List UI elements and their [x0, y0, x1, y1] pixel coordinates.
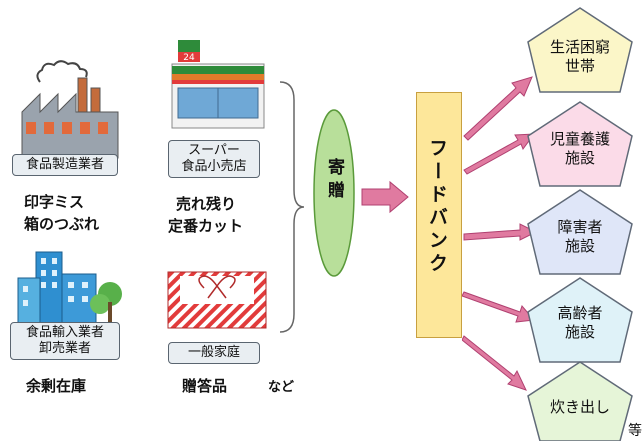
arrow-to-recipient-4: [462, 291, 535, 323]
recipient-1-line1: 生活困窮: [549, 38, 610, 56]
recipient-shape-5: [527, 361, 633, 441]
supermarket-caption-2: 定番カット: [168, 217, 244, 235]
arrow-to-recipient-2: [463, 133, 536, 175]
foodbank-box: [416, 92, 462, 338]
arrow-to-foodbank: [361, 180, 409, 214]
recipient-3: 障害者 施設: [536, 218, 624, 256]
manufacturer-caption-1: 印字ミス: [24, 193, 85, 211]
importer-label-line1: 食品輸入業者: [25, 325, 104, 340]
grouping-brace: [279, 81, 305, 333]
store-sign-text: 24: [183, 53, 195, 63]
importer-label: 食品輸入業者 卸売業者: [10, 322, 120, 360]
manufacturer-caption-2: 箱のつぶれ: [24, 215, 100, 233]
recipient-pentagons: [527, 7, 633, 441]
convenience-store-icon: 24: [171, 40, 265, 129]
recipient-2-line1: 児童養護: [549, 130, 610, 148]
recipient-2: 児童養護 施設: [536, 130, 624, 168]
recipient-5-line1: 炊き出し: [549, 398, 610, 416]
donation-text: 寄贈: [324, 158, 344, 204]
manufacturer-label: 食品製造業者: [12, 154, 118, 176]
arrow-to-recipient-5: [462, 335, 527, 391]
footer-etc: 等: [628, 423, 642, 439]
recipient-shape-2: [527, 101, 633, 187]
supermarket-label-line1: スーパー: [188, 143, 240, 158]
household-etc: など: [268, 380, 295, 395]
recipient-3-line1: 障害者: [557, 218, 603, 236]
office-buildings-icon: [17, 251, 122, 327]
household-caption: 贈答品: [182, 377, 228, 395]
importer-label-line2: 卸売業者: [38, 341, 91, 356]
household-label: 一般家庭: [168, 342, 260, 364]
recipient-shape-1: [527, 7, 633, 93]
foodbank-text: フードバンク: [426, 138, 448, 276]
supermarket-caption-1: 売れ残り: [176, 195, 237, 213]
distribution-arrows: [462, 76, 538, 391]
recipient-3-line2: 施設: [564, 237, 595, 255]
recipient-2-line2: 施設: [564, 149, 595, 167]
supermarket-label: スーパー 食品小売店: [168, 140, 260, 178]
recipient-4-line2: 施設: [564, 323, 595, 341]
recipient-1: 生活困窮 世帯: [536, 38, 624, 76]
donation-oval: [313, 109, 355, 277]
arrow-to-recipient-3: [463, 223, 538, 241]
arrow-to-recipient-1: [463, 76, 533, 141]
supermarket-label-line2: 食品小売店: [181, 159, 247, 174]
recipient-4-line1: 高齢者: [557, 304, 603, 322]
gift-box-icon: [167, 271, 267, 329]
recipient-4: 高齢者 施設: [536, 304, 624, 342]
factory-icon: [21, 60, 119, 159]
recipient-shape-3: [527, 189, 633, 275]
importer-caption: 余剰在庫: [26, 377, 87, 395]
recipient-1-line2: 世帯: [564, 57, 595, 75]
recipient-5: 炊き出し: [536, 398, 624, 417]
